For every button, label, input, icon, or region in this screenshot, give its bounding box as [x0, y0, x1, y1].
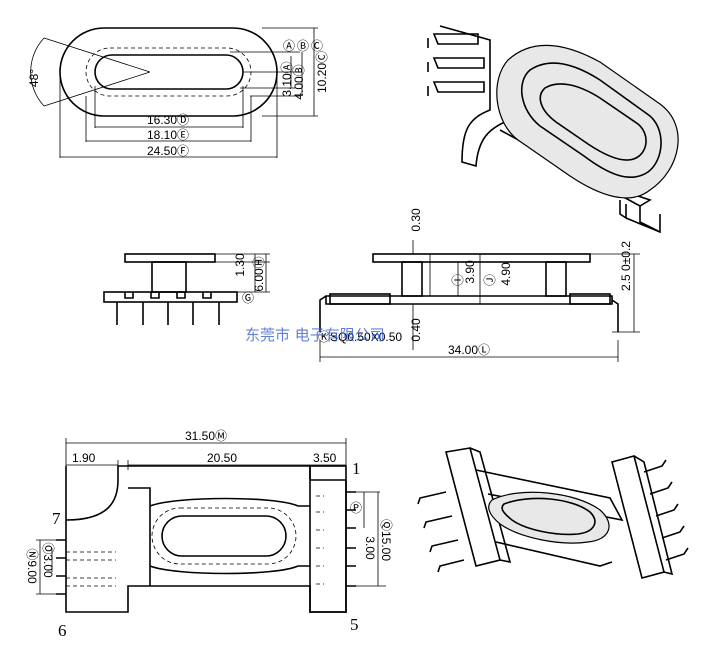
dim-sq-label: ⓀSQ0.50X0.50: [318, 330, 402, 344]
top-view: 48° 3.10Ⓐ 4.00Ⓑ 10.20Ⓒ Ⓐ Ⓑ Ⓒ 16.30Ⓓ 18.1…: [27, 27, 329, 158]
bottom-view: 31.50Ⓜ 1.90 20.50 3.50 1 5 6 7 Ⓟ 3.00 Ⓠ1…: [25, 429, 393, 640]
dim-1.30-label: 1.30: [233, 253, 247, 277]
label-i: Ⓘ: [451, 274, 465, 286]
dim-c-label: 10.20Ⓒ: [315, 51, 329, 93]
dim-3.00-label: 3.00: [363, 536, 377, 560]
dim-n-label: Ⓝ9.00: [25, 548, 39, 584]
pin-5-label: 5: [350, 615, 359, 634]
circle-label-b: Ⓑ: [297, 39, 309, 53]
side-view-left: 1.30 6.00Ⓗ Ⓖ: [103, 253, 270, 325]
label-g: Ⓖ: [242, 291, 254, 305]
dim-o-label: Ⓞ3.00: [41, 542, 55, 578]
dim-a-label: 3.10Ⓐ: [280, 61, 294, 96]
dim-q-label: Ⓠ15.00: [379, 519, 393, 561]
pin-1-label: 1: [352, 459, 361, 478]
circle-label-c: Ⓒ: [311, 39, 323, 53]
dim-1.90-label: 1.90: [72, 451, 96, 465]
dim-e-label: 18.10Ⓔ: [147, 128, 189, 142]
label-j: Ⓙ: [483, 274, 497, 286]
watermark: 东莞市 电子有限公司: [245, 326, 385, 344]
dim-20.50-label: 20.50: [207, 451, 237, 465]
pin-7-label: 7: [52, 509, 61, 528]
label-p: Ⓟ: [350, 501, 362, 515]
dim-l-label: 34.00Ⓛ: [448, 343, 490, 357]
angle-label: 48°: [27, 69, 41, 87]
dim-3.90-label: 3.90: [463, 260, 477, 284]
dim-f-label: 24.50Ⓕ: [147, 144, 189, 158]
dim-0.30-label: 0.30: [409, 208, 423, 232]
circle-label-a: Ⓐ: [283, 39, 295, 53]
dim-b-label: 4.00Ⓑ: [292, 64, 306, 99]
isometric-view-top: [427, 25, 679, 234]
dim-m-label: 31.50Ⓜ: [185, 429, 227, 443]
isometric-view-bottom: [417, 447, 689, 579]
dim-d-label: 16.30Ⓓ: [147, 113, 189, 127]
dim-0.40-label: 0.40: [409, 318, 423, 342]
dim-2.5-label: 2.5 0±0.2: [619, 241, 633, 291]
pin-6-label: 6: [58, 621, 67, 640]
dim-3.50-label: 3.50: [313, 451, 337, 465]
dim-h-label: 6.00Ⓗ: [252, 256, 266, 291]
front-view: 0.30 Ⓘ 3.90 Ⓙ 4.90 2.5 0±0.2 0.40 ⓀSQ0.5…: [318, 208, 640, 362]
dim-4.90-label: 4.90: [499, 262, 513, 286]
